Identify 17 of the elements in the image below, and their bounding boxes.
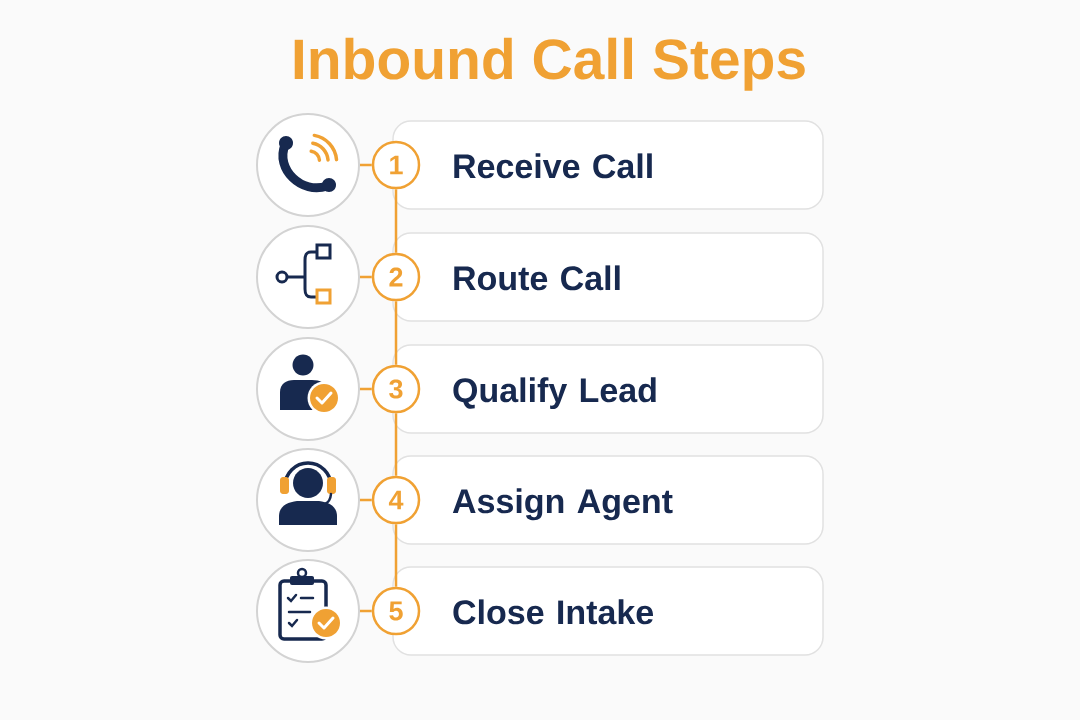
connector-line: [360, 609, 372, 613]
connector-line: [394, 413, 398, 476]
connector-line: [394, 189, 398, 253]
connector-line: [360, 163, 372, 167]
step-number: 5: [371, 586, 421, 636]
step-number: 3: [371, 364, 421, 414]
step-number: 2: [371, 252, 421, 302]
step-number: 4: [371, 475, 421, 525]
connector-line: [360, 275, 372, 279]
icon-circle: [256, 225, 360, 329]
connector-line: [394, 301, 398, 365]
title: Inbound Call Steps: [294, 37, 805, 91]
connector-line: [360, 498, 372, 502]
icon-circle: [256, 113, 360, 217]
connector-line: [360, 387, 372, 391]
step-number: 1: [371, 140, 421, 190]
connector-line: [394, 524, 398, 587]
